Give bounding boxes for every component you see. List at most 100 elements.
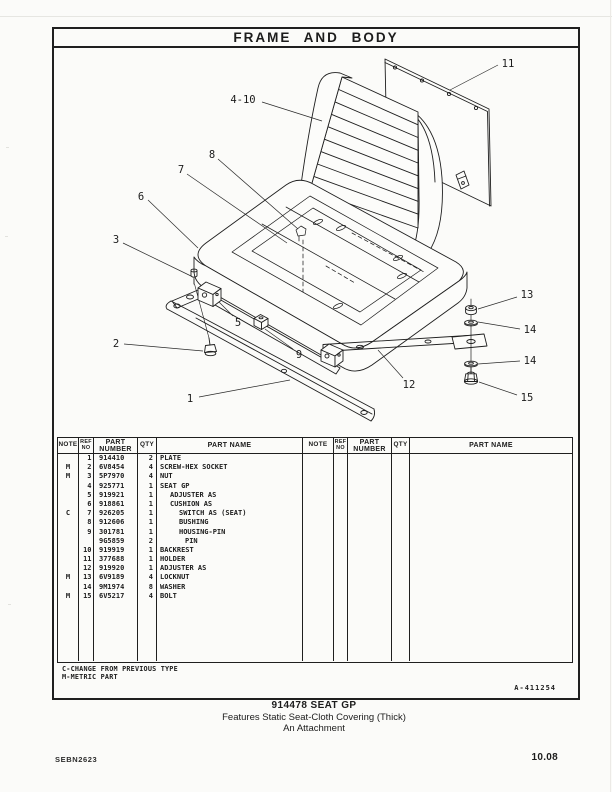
- note-cell: [303, 463, 334, 473]
- qty-cell: [392, 490, 410, 500]
- qty-cell: 1: [138, 545, 157, 556]
- part-number-cell: [348, 573, 392, 583]
- note-cell: [58, 555, 79, 565]
- ref-cell: 4: [79, 481, 94, 491]
- ref-cell: [334, 582, 348, 592]
- ref-cell: [334, 564, 348, 574]
- note-cell: [303, 454, 334, 464]
- ref-cell: [334, 545, 348, 556]
- part-name-cell: [410, 583, 572, 592]
- note-cell: [303, 527, 334, 537]
- ref-cell: 8: [79, 518, 94, 528]
- qty-cell: 8: [138, 582, 157, 592]
- col-qty-2: QTY: [392, 438, 410, 453]
- part-number-cell: 301781: [94, 527, 138, 537]
- part-name-cell: [410, 537, 572, 546]
- part-number-cell: 919919: [94, 545, 138, 556]
- part-number-cell: [348, 591, 392, 601]
- ref-cell: 12: [79, 564, 94, 574]
- ref-cell: [334, 490, 348, 500]
- part-number-cell: [348, 518, 392, 528]
- part-name-cell: [410, 601, 572, 661]
- part-number-cell: 6V9189: [94, 573, 138, 583]
- note-cell: [58, 545, 79, 556]
- part-name-cell: PLATE: [157, 454, 303, 464]
- ref-cell: 5: [79, 490, 94, 500]
- ref-cell: 9: [79, 527, 94, 537]
- part-number-cell: 5P7970: [94, 472, 138, 482]
- note-cell: [58, 481, 79, 491]
- note-cell: M: [58, 573, 79, 583]
- qty-cell: [392, 454, 410, 464]
- ref-cell: 7: [79, 509, 94, 519]
- qty-cell: [392, 481, 410, 491]
- ref-cell: [334, 518, 348, 528]
- ref-cell: 10: [79, 545, 94, 556]
- part-name-cell: [410, 454, 572, 463]
- part-name-cell: HOUSING-PIN: [157, 527, 303, 537]
- ref-cell: [334, 481, 348, 491]
- note-metric: M-METRIC PART: [62, 673, 118, 681]
- part-number-cell: [348, 527, 392, 537]
- qty-cell: [392, 582, 410, 592]
- qty-cell: [392, 527, 410, 537]
- part-number-cell: [348, 509, 392, 519]
- scan-artifact-edge: [610, 0, 611, 792]
- part-number-cell: [348, 555, 392, 565]
- ref-cell: [334, 601, 348, 661]
- ref-cell: [334, 509, 348, 519]
- ref-cell: 3: [79, 472, 94, 482]
- note-cell: M: [58, 591, 79, 601]
- part-number-cell: 926205: [94, 509, 138, 519]
- part-name-cell: SWITCH AS (SEAT): [157, 509, 303, 519]
- part-number-cell: [348, 601, 392, 661]
- page-number: 10.08: [531, 752, 558, 763]
- col-note: NOTE: [58, 438, 79, 453]
- part-name-cell: ADJUSTER AS: [157, 564, 303, 574]
- scan-speck: [6, 147, 9, 148]
- part-name-cell: [410, 491, 572, 500]
- ref-cell: [334, 499, 348, 510]
- qty-cell: 1: [138, 509, 157, 519]
- qty-cell: 2: [138, 536, 157, 546]
- ref-cell: 13: [79, 573, 94, 583]
- qty-cell: [392, 518, 410, 528]
- qty-cell: 1: [138, 555, 157, 565]
- ref-cell: 11: [79, 555, 94, 565]
- page-frame: FRAME AND BODY: [52, 27, 580, 700]
- qty-cell: [392, 591, 410, 601]
- part-name-cell: [410, 509, 572, 518]
- ref-cell: [334, 463, 348, 473]
- note-cell: M: [58, 463, 79, 473]
- note-cell: [303, 481, 334, 491]
- part-number-cell: 6V5217: [94, 591, 138, 601]
- note-cell: [303, 591, 334, 601]
- note-cell: [58, 518, 79, 528]
- part-name-cell: [410, 592, 572, 601]
- qty-cell: [392, 509, 410, 519]
- caption-attachment: An Attachment: [283, 723, 345, 734]
- ref-cell: [334, 555, 348, 565]
- part-number-cell: 9G5859: [94, 536, 138, 546]
- note-cell: [303, 518, 334, 528]
- part-number-cell: [348, 499, 392, 510]
- col-note-2: NOTE: [303, 438, 334, 453]
- part-number-cell: 6V8454: [94, 463, 138, 473]
- ref-cell: 15: [79, 591, 94, 601]
- part-number-cell: [348, 564, 392, 574]
- note-cell: [303, 536, 334, 546]
- part-name-cell: SCREW-HEX SOCKET: [157, 463, 303, 473]
- qty-cell: 4: [138, 591, 157, 601]
- note-cell: [303, 564, 334, 574]
- part-name-cell: CUSHION AS: [157, 499, 303, 510]
- part-number-cell: [348, 582, 392, 592]
- caption-title: 914478 SEAT GP: [271, 700, 357, 711]
- part-name-cell: [410, 500, 572, 509]
